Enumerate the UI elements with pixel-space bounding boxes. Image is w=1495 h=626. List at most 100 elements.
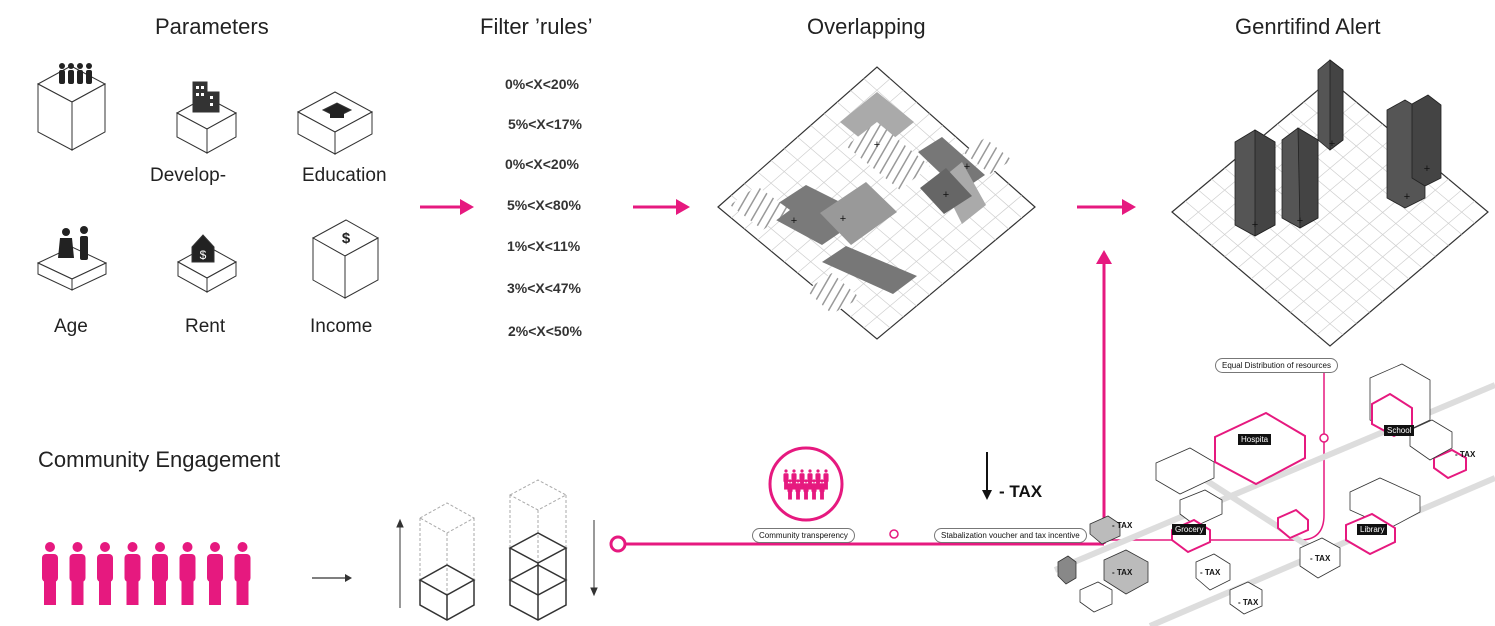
person-head [804,479,808,483]
filter-rules-title: Filter ’rules’ [480,14,593,39]
person-head [237,542,248,552]
city-tax-label: - TAX [1112,568,1133,577]
person-legs [824,481,828,490]
person-body [799,473,805,483]
parameters-title: Parameters [155,14,269,39]
person-body [69,554,86,582]
person-legs [44,580,56,605]
svg-text:+: + [874,139,880,151]
city-tax-label: - TAX [1238,598,1259,607]
grid-line [1316,200,1476,336]
person-body [807,473,813,483]
person-legs [788,491,792,500]
person-legs [154,580,166,605]
person-legs [800,481,804,490]
svg-text:+: + [840,213,846,225]
community-engagement-title: Community Engagement [38,447,281,472]
rule-item: 3%<X<47% [507,280,581,296]
house-dollar-icon: $ [176,234,238,293]
person-body [787,483,793,493]
step-community-transparency: Community transperency [752,528,855,543]
person-head [155,542,165,552]
person-head [788,479,792,483]
arrow-right-icon [312,574,352,582]
person-head [812,479,816,483]
person-body [97,554,113,582]
person-head [182,542,193,552]
community-group-icon [783,469,829,500]
gentrification-alert-title: Genrtifind Alert [1235,14,1381,39]
parameter-label-development: Develop- [150,165,227,186]
step-stabilization-voucher: Stabalization voucher and tax incentive [934,528,1087,543]
rule-item: 0%<X<20% [505,156,579,172]
rule-item: 0%<X<20% [505,76,579,92]
svg-text:+: + [1297,215,1303,227]
flow-arrows [420,199,1136,215]
person-body [124,554,141,582]
rule-item: 5%<X<80% [507,197,581,213]
hospital-label: Hospita [1238,434,1272,445]
person-body [234,554,251,582]
community-people-icon [42,542,251,605]
svg-text:+: + [1404,191,1410,203]
person-head [127,542,138,552]
grid-line [1303,189,1462,324]
elderly-couple-icon [36,226,108,291]
person-head [72,542,83,552]
svg-text:+: + [1252,219,1258,231]
person-body [819,483,825,493]
person-legs [816,481,820,490]
tax-down-arrow-icon [982,452,992,500]
person-head [820,479,824,483]
population-icon [36,63,107,151]
rule-item: 1%<X<11% [507,238,581,254]
person-head [45,542,55,552]
person-body [815,473,821,483]
rule-item: 2%<X<50% [508,323,582,339]
person-legs [792,481,796,490]
svg-text:+: + [943,189,949,201]
person-body [152,554,168,582]
city-tax-label: - TAX [1310,554,1331,563]
person-head [824,469,828,473]
equal-distribution-label: Equal Distribution of resources [1215,358,1338,373]
person-legs [236,580,249,605]
person-head [784,469,788,473]
person-body [42,554,58,582]
person-body [795,483,801,493]
parameter-label-education: Education [302,165,387,186]
overlapping-title: Overlapping [807,14,926,39]
person-legs [71,580,84,605]
person-body [811,483,817,493]
person-legs [126,580,139,605]
person-body [207,554,223,582]
person-head [100,542,110,552]
person-head [808,469,812,473]
parameter-label-age: Age [54,316,88,337]
svg-text:+: + [964,161,970,173]
person-head [792,469,796,473]
svg-text:+: + [1329,138,1335,150]
person-body [803,483,809,493]
person-legs [209,580,221,605]
svg-text:+: + [791,215,797,227]
city-tax-label: - TAX [1200,568,1221,577]
person-head [800,469,804,473]
library-label: Library [1357,524,1388,535]
city-tax-label: - TAX [1455,450,1476,459]
person-head [816,469,820,473]
gentrification-alert-map: +++ ++ [1171,59,1489,347]
graduation-cap-icon [296,91,374,155]
grocery-label: Grocery [1172,524,1207,535]
person-legs [812,491,816,500]
svg-text:$: $ [342,230,351,247]
parameter-label-rent: Rent [185,316,226,337]
person-body [783,473,789,483]
person-legs [796,491,800,500]
grid-line [863,195,1023,329]
person-body [823,473,829,483]
person-legs [181,580,194,605]
dollar-icon: $ [311,219,380,299]
overlapping-map: + + + + + [717,66,1036,340]
